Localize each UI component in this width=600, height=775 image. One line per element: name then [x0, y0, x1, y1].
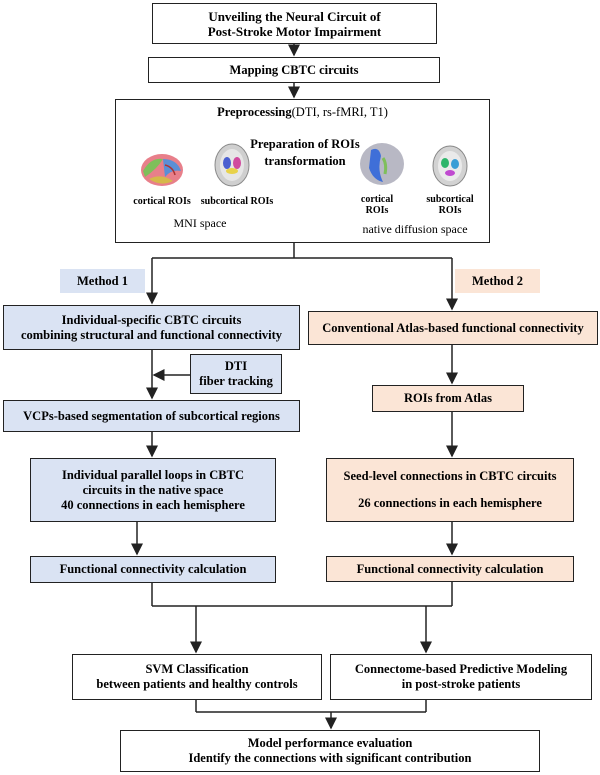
m2-seed-level-box: Seed-level connections in CBTC circuits …	[326, 458, 574, 522]
native-cortical-line1: cortical	[360, 194, 394, 205]
title-line2: Post-Stroke Motor Impairment	[207, 23, 382, 39]
model-evaluation-box: Model performance evaluation Identify th…	[120, 730, 540, 772]
m1-step3-line1: Individual parallel loops in CBTC	[61, 467, 244, 482]
subcortical-brain-icon	[214, 143, 250, 187]
native-cortical-label: cortical ROIs	[347, 194, 407, 216]
transformation-label: transformation	[264, 154, 346, 168]
m1-step3-line3: 40 connections in each hemisphere	[61, 497, 245, 512]
m1-individual-cbtc-box: Individual-specific CBTC circuits combin…	[3, 305, 300, 350]
mapping-box: Mapping CBTC circuits	[148, 57, 440, 83]
cpm-box: Connectome-based Predictive Modeling in …	[330, 654, 592, 700]
m1-step3-line2: circuits in the native space	[82, 482, 224, 497]
m2-step2-label: ROIs from Atlas	[404, 391, 492, 405]
m2-atlas-fc-box: Conventional Atlas-based functional conn…	[308, 311, 598, 345]
native-subcortical-line2: ROIs	[438, 205, 462, 216]
m2-rois-atlas-box: ROIs from Atlas	[372, 385, 524, 412]
evaluation-line2: Identify the connections with significan…	[188, 751, 472, 765]
mni-subcortical-label: subcortical ROIs	[200, 196, 274, 207]
cpm-line2: in post-stroke patients	[401, 677, 521, 691]
m2-step4-label: Functional connectivity calculation	[356, 561, 544, 576]
prep-rois-title: Preparation of ROIs	[250, 137, 360, 151]
dti-line2: fiber tracking	[199, 374, 273, 388]
native-subcortical-label: subcortical ROIs	[415, 194, 485, 216]
method2-tag: Method 2	[455, 269, 540, 293]
svm-line2: between patients and healthy controls	[96, 677, 298, 691]
cpm-line1: Connectome-based Predictive Modeling	[354, 662, 568, 676]
preprocessing-heading: Preprocessing(DTI, rs-fMRI, T1)	[115, 105, 490, 120]
mapping-label: Mapping CBTC circuits	[229, 62, 359, 77]
m1-parallel-loops-box: Individual parallel loops in CBTC circui…	[30, 458, 276, 522]
method1-tag: Method 1	[60, 269, 145, 293]
title-box: Unveiling the Neural Circuit of Post-Str…	[152, 3, 437, 44]
m1-step1-line1: Individual-specific CBTC circuits	[61, 312, 242, 327]
title-line1: Unveiling the Neural Circuit of	[208, 8, 381, 24]
native-cortical-line2: ROIs	[365, 205, 389, 216]
preprocessing-heading-rest: (DTI, rs-fMRI, T1)	[291, 105, 388, 119]
m2-step3-line1: Seed-level connections in CBTC circuits	[343, 469, 557, 483]
native-cortical-brain-icon	[360, 143, 404, 185]
m1-step1-line2: combining structural and functional conn…	[20, 327, 283, 342]
mni-space-label: MNI space	[173, 216, 227, 230]
svm-line1: SVM Classification	[145, 662, 249, 676]
m2-fc-calculation-box: Functional connectivity calculation	[326, 556, 574, 582]
preprocessing-heading-bold: Preprocessing	[217, 105, 292, 119]
m2-step1-label: Conventional Atlas-based functional conn…	[322, 320, 584, 335]
dti-fiber-tracking-box: DTI fiber tracking	[190, 354, 282, 394]
m1-step4-label: Functional connectivity calculation	[59, 562, 247, 576]
dti-line1: DTI	[224, 359, 248, 373]
evaluation-line1: Model performance evaluation	[247, 736, 413, 750]
m1-vcps-segmentation-box: VCPs-based segmentation of subcortical r…	[3, 400, 300, 432]
cortical-brain-icon	[141, 154, 183, 186]
native-subcortical-brain-icon	[432, 145, 468, 187]
native-subcortical-line1: subcortical	[426, 194, 474, 205]
m1-step2-label: VCPs-based segmentation of subcortical r…	[23, 408, 280, 423]
m1-fc-calculation-box: Functional connectivity calculation	[30, 556, 276, 583]
svm-classification-box: SVM Classification between patients and …	[72, 654, 322, 700]
m2-step3-line2: 26 connections in each hemisphere	[358, 496, 542, 510]
native-space-label: native diffusion space	[362, 222, 468, 236]
mni-cortical-label: cortical ROIs	[133, 196, 191, 207]
